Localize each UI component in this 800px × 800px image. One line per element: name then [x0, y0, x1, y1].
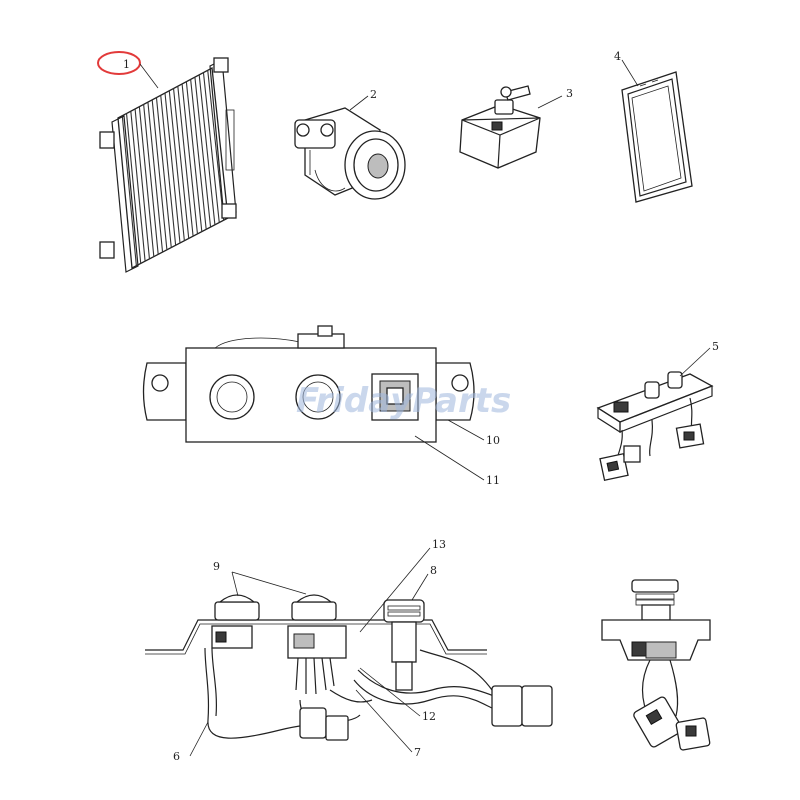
- condenser-fin: [164, 92, 181, 244]
- condenser-fin: [202, 72, 220, 223]
- callout-11: 11: [486, 474, 500, 487]
- condenser-fin: [190, 79, 207, 230]
- condenser-fin: [130, 111, 146, 262]
- cabin-filter: [621, 71, 693, 203]
- condenser-fin: [125, 113, 142, 264]
- condenser-fin: [155, 97, 172, 248]
- condenser-fin: [138, 106, 155, 257]
- callout-6: 6: [173, 750, 180, 763]
- condenser-fin: [143, 104, 159, 255]
- callout-8: 8: [430, 564, 437, 577]
- condenser-fin: [151, 99, 168, 250]
- condenser-fin: [160, 95, 177, 246]
- callout-13: 13: [432, 538, 446, 551]
- callout-5: 5: [712, 340, 719, 353]
- callout-1: 1: [123, 58, 130, 71]
- condenser-fin: [194, 77, 212, 228]
- callout-2: 2: [370, 88, 377, 101]
- condenser-fin: [181, 83, 199, 234]
- control-panel-front: [142, 325, 475, 443]
- condenser-fin: [134, 108, 151, 259]
- control-panel-iso: [596, 371, 714, 482]
- compressor: [294, 107, 406, 200]
- condenser-fin: [177, 86, 194, 237]
- condenser: [99, 57, 237, 273]
- switch-harness-assembly: [145, 594, 553, 741]
- callout-10: 10: [486, 434, 500, 447]
- condenser-fin: [207, 70, 225, 221]
- receiver-valve-block: [459, 85, 541, 169]
- watermark-logo-text: FridayParts: [296, 381, 511, 421]
- condenser-highlight-ring: [97, 51, 141, 75]
- switch-side-view: [601, 579, 711, 751]
- callout-12: 12: [422, 710, 436, 723]
- callout-7: 7: [414, 746, 421, 759]
- condenser-fin: [168, 90, 185, 241]
- condenser-fin: [172, 88, 190, 239]
- callout-3: 3: [566, 87, 573, 100]
- condenser-fin: [147, 102, 164, 253]
- callout-4: 4: [614, 50, 621, 63]
- condenser-fin: [121, 115, 137, 266]
- callout-9: 9: [213, 560, 220, 573]
- condenser-fin: [198, 74, 216, 225]
- condenser-fin: [185, 81, 203, 232]
